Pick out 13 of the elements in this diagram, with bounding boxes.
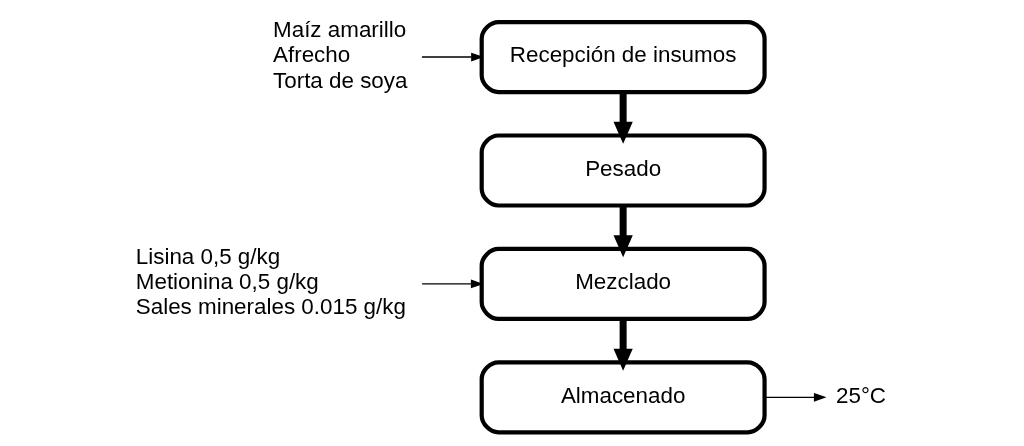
arrow (613, 319, 633, 371)
node-text: 25°C (835, 382, 886, 408)
arrow (613, 205, 633, 258)
node-text: Maíz amarillo Afrecho Torta de soya (272, 17, 407, 93)
node-box: Almacenado (479, 360, 767, 435)
arrow (420, 279, 483, 289)
arrow (420, 52, 484, 62)
node-box: Recepción de insumos (479, 19, 767, 95)
arrow (613, 92, 633, 144)
node-text: Lisina 0,5 g/kg Metionina 0,5 g/kg Sales minerales 0.015 g/kg (135, 244, 406, 320)
arrow (763, 392, 826, 402)
node-box: Pesado (479, 133, 767, 208)
node-box: Mezclado (479, 246, 767, 322)
